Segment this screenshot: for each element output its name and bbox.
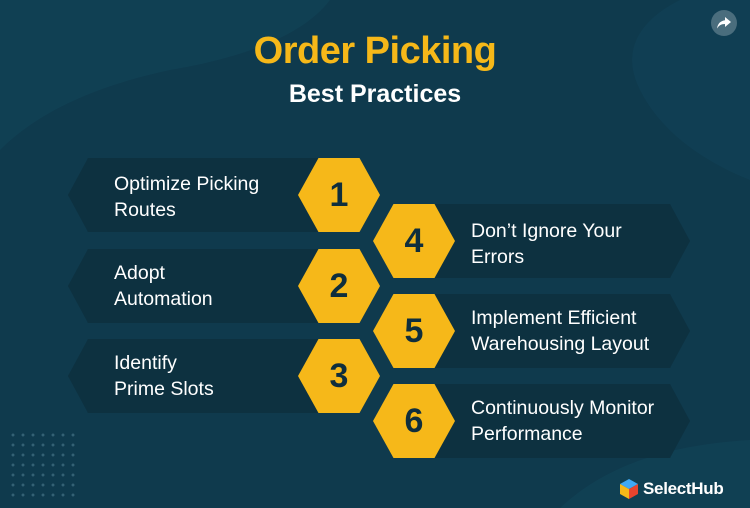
practice-card-4 (428, 204, 690, 278)
selecthub-cube-icon (620, 479, 638, 499)
number-2: 2 (329, 266, 349, 305)
practice-card-5 (428, 294, 690, 368)
number-6: 6 (404, 401, 424, 440)
brand-name: SelectHub (643, 479, 724, 498)
page-subtitle: Best Practices (288, 80, 462, 108)
practice-card-3 (68, 339, 330, 413)
number-5: 5 (404, 311, 424, 350)
selecthub-logo: SelectHub (620, 479, 724, 499)
share-button[interactable] (711, 10, 737, 36)
practice-card-2 (68, 249, 330, 323)
dot-pattern (8, 430, 78, 500)
practice-card-1 (68, 158, 330, 232)
practice-card-6 (428, 384, 690, 458)
number-4: 4 (404, 221, 424, 260)
number-3: 3 (329, 356, 349, 395)
number-1: 1 (329, 175, 349, 214)
share-arrow-icon (717, 17, 731, 29)
page-title: Order Picking (253, 30, 497, 72)
